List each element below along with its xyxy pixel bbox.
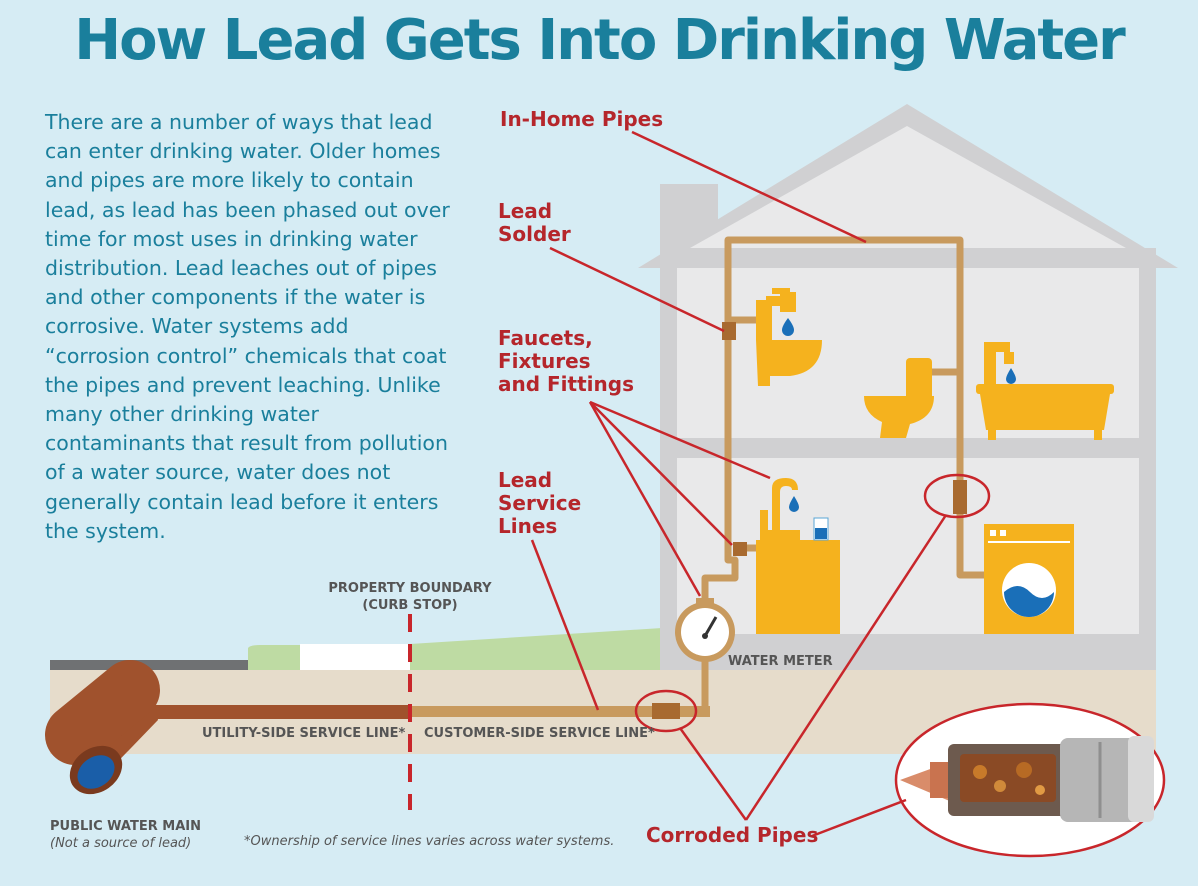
leader-lines bbox=[530, 130, 948, 838]
label-faucets-line: and Fittings bbox=[498, 372, 634, 396]
customer-side-label: CUSTOMER-SIDE SERVICE LINE* bbox=[424, 726, 655, 741]
label-lead-solder-line: Lead bbox=[498, 199, 553, 223]
water-main-label: PUBLIC WATER MAIN (Not a source of lead) bbox=[50, 818, 201, 852]
tub-drop-icon bbox=[1006, 368, 1016, 384]
label-corroded-pipes: Corroded Pipes bbox=[646, 823, 819, 847]
sink-icon bbox=[756, 288, 822, 386]
corrosion-circle-upper bbox=[923, 473, 991, 519]
kitchen-drop-icon bbox=[789, 496, 799, 512]
label-service-lines-line: Lead bbox=[498, 468, 553, 492]
utility-side-label: UTILITY-SIDE SERVICE LINE* bbox=[202, 726, 406, 741]
water-meter-icon bbox=[675, 598, 735, 662]
water-main-label-line-2: (Not a source of lead) bbox=[50, 836, 192, 851]
washing-machine-icon bbox=[984, 524, 1074, 634]
customer-side-pipe bbox=[410, 706, 710, 717]
sink-drop-icon bbox=[782, 318, 794, 336]
label-lead-solder-line: Solder bbox=[498, 222, 571, 246]
property-boundary-line-2: (CURB STOP) bbox=[362, 598, 458, 613]
toilet-icon bbox=[864, 358, 934, 438]
page-title: How Lead Gets Into Drinking Water bbox=[74, 8, 1126, 73]
label-faucets: Faucets, Fixtures and Fittings bbox=[498, 327, 634, 396]
property-boundary-line-1: PROPERTY BOUNDARY bbox=[328, 581, 492, 596]
label-lead-solder: Lead Solder bbox=[498, 200, 571, 246]
label-in-home-pipes: In-Home Pipes bbox=[500, 107, 664, 131]
label-service-lines-line: Lines bbox=[498, 514, 558, 538]
glass-icon bbox=[813, 517, 829, 541]
fitting-joint bbox=[733, 542, 747, 556]
property-boundary-label: PROPERTY BOUNDARY (CURB STOP) bbox=[320, 580, 500, 614]
utility-side-pipe bbox=[150, 705, 410, 719]
intro-paragraph: There are a number of ways that lead can… bbox=[45, 110, 450, 543]
label-service-lines: Lead Service Lines bbox=[498, 469, 581, 538]
kitchen-sink-icon bbox=[756, 478, 840, 634]
bathtub-icon bbox=[976, 342, 1114, 440]
attic bbox=[690, 126, 1126, 248]
water-main-icon bbox=[45, 660, 160, 795]
corroded-joint-upper bbox=[953, 480, 967, 514]
label-faucets-line: Faucets, bbox=[498, 326, 593, 350]
water-main-label-line-1: PUBLIC WATER MAIN bbox=[50, 819, 201, 834]
solder-joint bbox=[722, 322, 736, 340]
corrosion-circle-lower bbox=[634, 689, 698, 733]
in-home-pipes bbox=[701, 236, 985, 712]
water-meter-label: WATER METER bbox=[728, 654, 833, 669]
lawn-slope bbox=[410, 628, 662, 670]
footnote: *Ownership of service lines varies acros… bbox=[244, 834, 615, 849]
corroded-pipe-photo bbox=[894, 702, 1166, 858]
label-service-lines-line: Service bbox=[498, 491, 582, 515]
basement-floor bbox=[660, 634, 1156, 670]
lawn bbox=[248, 645, 300, 670]
sidewalk bbox=[50, 660, 248, 670]
label-faucets-line: Fixtures bbox=[498, 349, 591, 373]
driveway bbox=[300, 644, 410, 670]
corroded-joint-lower bbox=[652, 703, 680, 719]
